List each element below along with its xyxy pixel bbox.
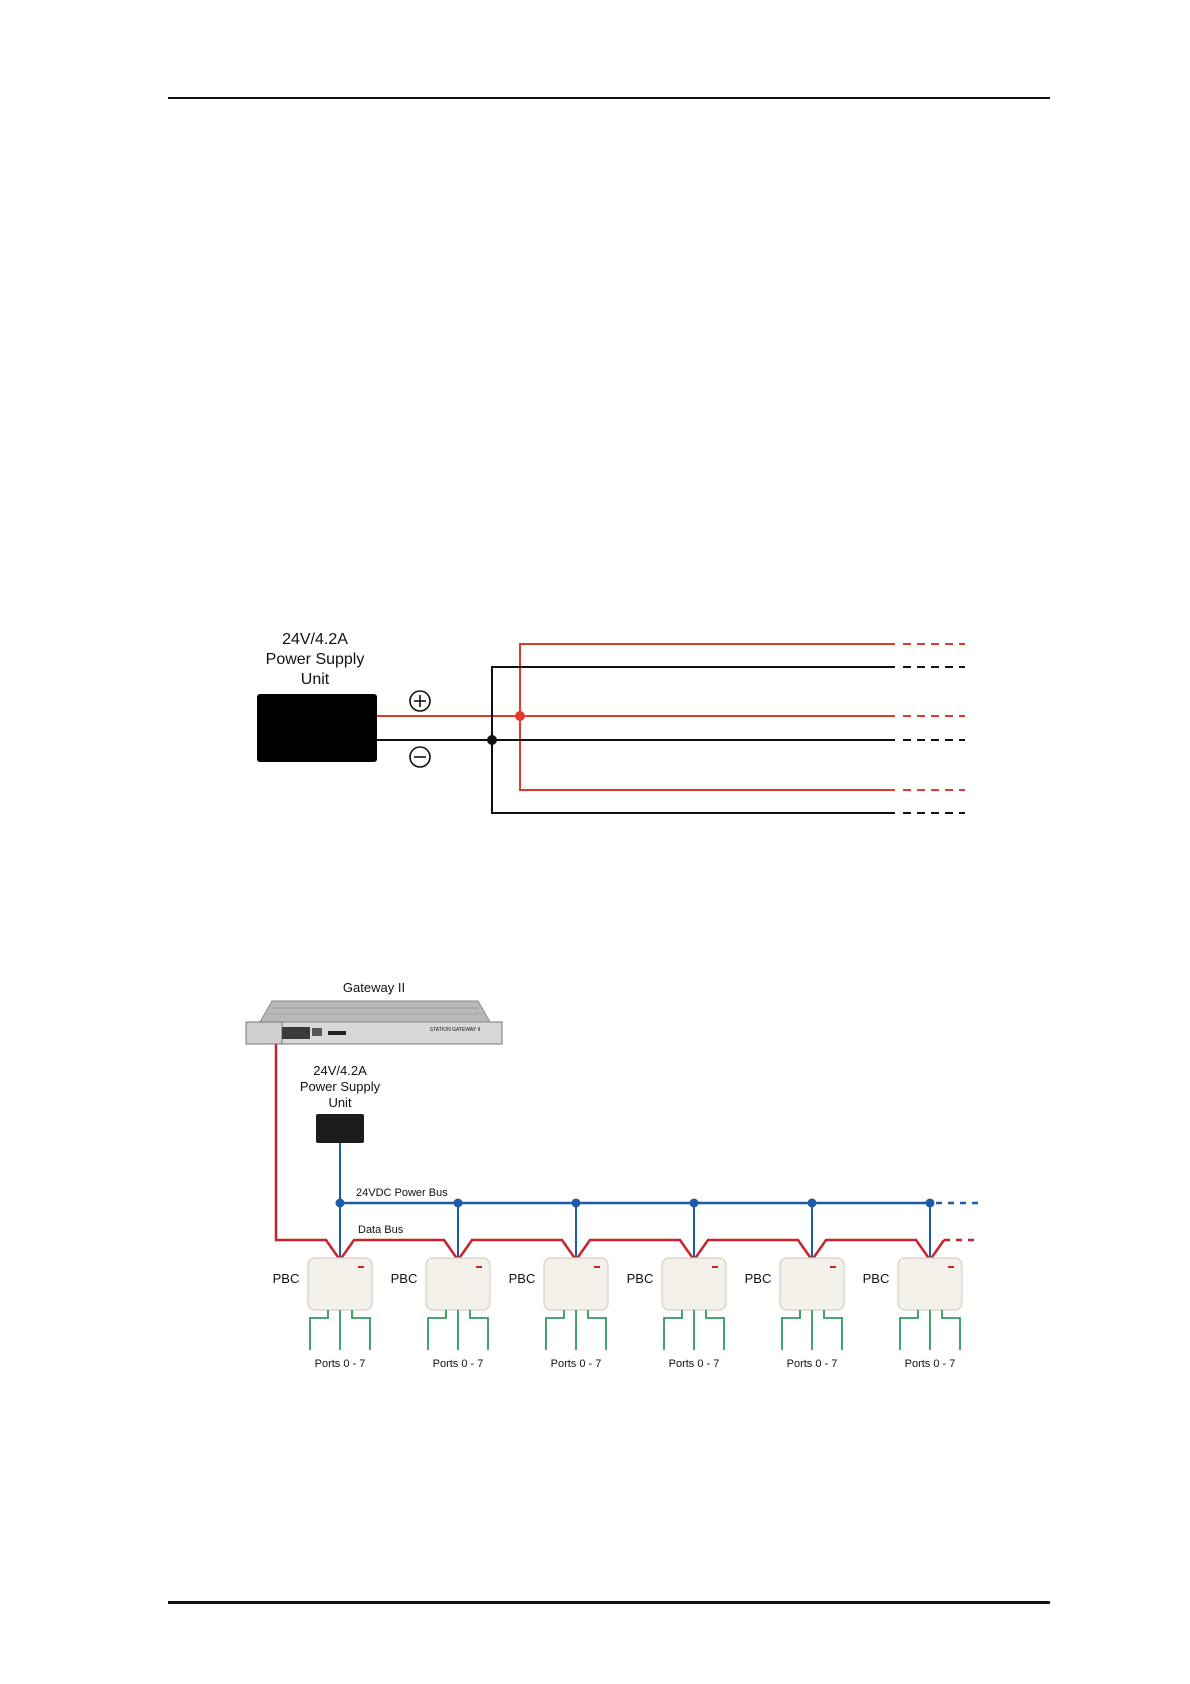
pbc-body xyxy=(426,1258,490,1310)
data-bus-label: Data Bus xyxy=(358,1224,404,1236)
power-tap-node xyxy=(926,1199,935,1208)
power-bus-label: 24VDC Power Bus xyxy=(356,1187,448,1199)
pbc-led xyxy=(594,1266,600,1268)
pbc-body xyxy=(898,1258,962,1310)
psu2-box xyxy=(316,1114,364,1143)
power-tap-node xyxy=(336,1199,345,1208)
pbc-body xyxy=(308,1258,372,1310)
pbc-ports-label: Ports 0 - 7 xyxy=(669,1358,720,1370)
pbc-unit: PBC Ports 0 - 7 xyxy=(627,1199,726,1371)
gateway-display-icon xyxy=(282,1027,310,1039)
pbc-body xyxy=(662,1258,726,1310)
pbc-unit: PBC Ports 0 - 7 xyxy=(509,1199,608,1371)
pbc-label: PBC xyxy=(273,1271,300,1286)
pbc-label: PBC xyxy=(745,1271,772,1286)
pbc-unit: PBC Ports 0 - 7 xyxy=(391,1199,490,1371)
pbc-ports-label: Ports 0 - 7 xyxy=(551,1358,602,1370)
gateway-face-text: STATION GATEWAY II xyxy=(430,1027,480,1033)
pbc-led xyxy=(712,1266,718,1268)
pbc-ports-label: Ports 0 - 7 xyxy=(433,1358,484,1370)
pbc-ports-label: Ports 0 - 7 xyxy=(787,1358,838,1370)
pbc-led xyxy=(830,1266,836,1268)
psu-label-2: 24V/4.2A Power Supply Unit xyxy=(300,1063,381,1110)
pbc-label: PBC xyxy=(509,1271,536,1286)
pbc-ports-label: Ports 0 - 7 xyxy=(315,1358,366,1370)
power-tap-node xyxy=(690,1199,699,1208)
gateway-device: STATION GATEWAY II xyxy=(246,1001,502,1044)
pbc-led xyxy=(948,1266,954,1268)
psu2-label-line-1: 24V/4.2A xyxy=(313,1063,367,1078)
power-tap-node xyxy=(572,1199,581,1208)
pbc-unit: PBC Ports 0 - 7 xyxy=(745,1199,844,1371)
pbc-led xyxy=(476,1266,482,1268)
gateway-label: Gateway II xyxy=(343,980,405,995)
pbc-led xyxy=(358,1266,364,1268)
pbc-ports-label: Ports 0 - 7 xyxy=(905,1358,956,1370)
pbc-body xyxy=(780,1258,844,1310)
pbc-body xyxy=(544,1258,608,1310)
power-tap-node xyxy=(808,1199,817,1208)
pbc-label: PBC xyxy=(627,1271,654,1286)
power-tap-node xyxy=(454,1199,463,1208)
psu2-label-line-2: Power Supply xyxy=(300,1079,381,1094)
pbc-label: PBC xyxy=(391,1271,418,1286)
psu2-label-line-3: Unit xyxy=(328,1095,352,1110)
pbc-unit: PBC Ports 0 - 7 xyxy=(863,1199,962,1371)
pbc-label: PBC xyxy=(863,1271,890,1286)
